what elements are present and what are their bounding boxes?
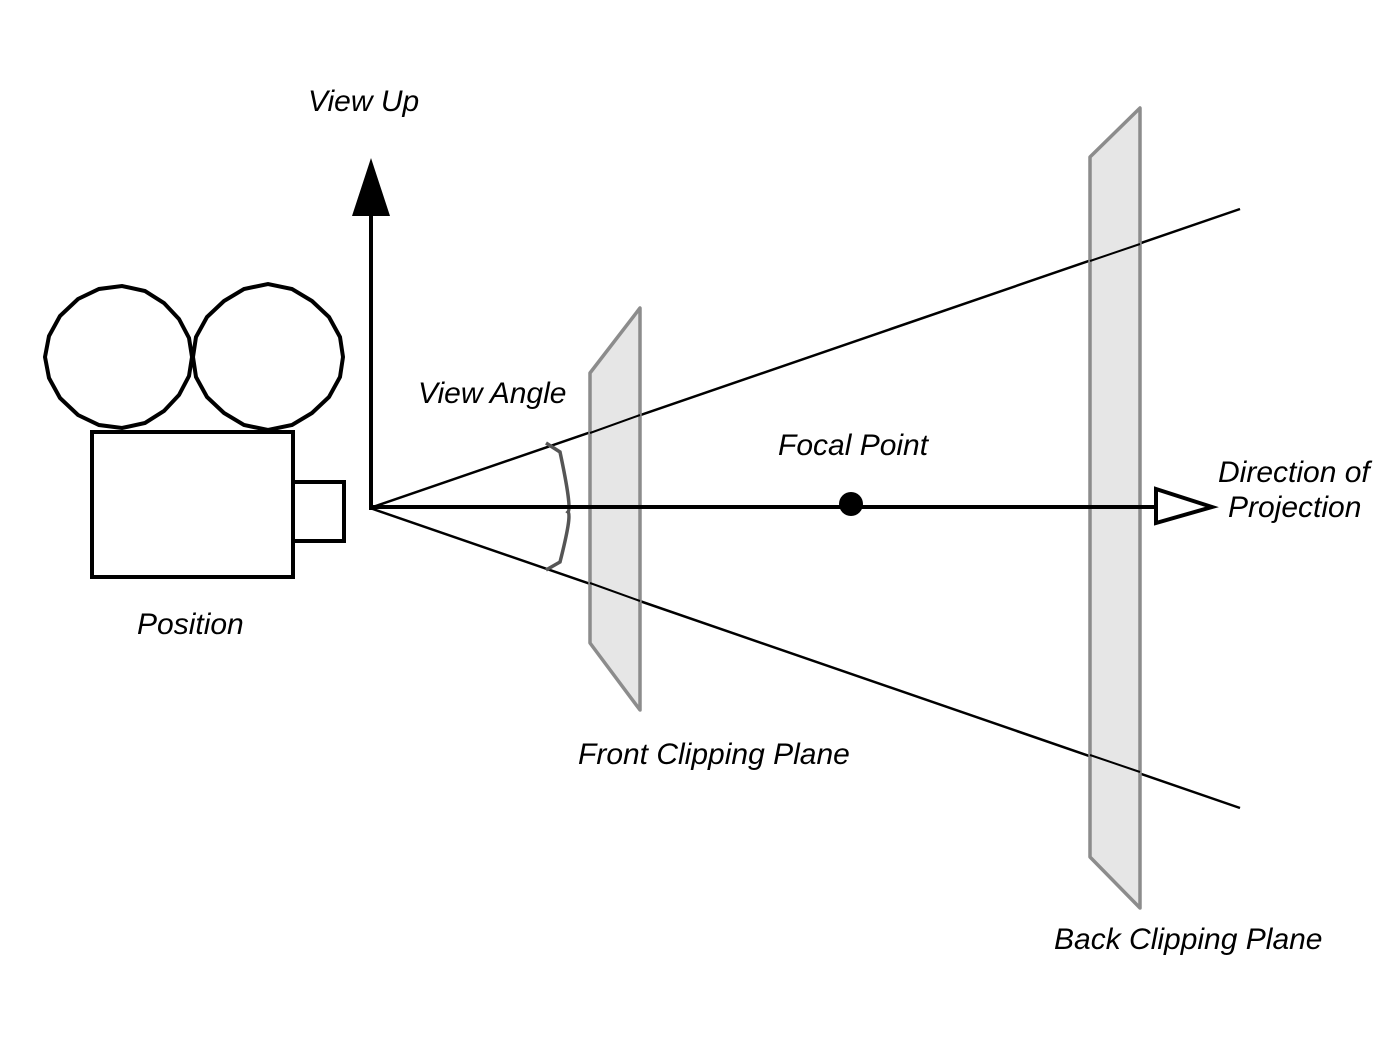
camera-body (90, 430, 295, 579)
position-label: Position (137, 608, 244, 641)
camera-reel-right (190, 281, 346, 433)
focal-point-dot (839, 492, 863, 516)
direction-of-projection-label-line2: Projection (1228, 491, 1361, 524)
camera-lens (291, 480, 346, 543)
frustum-upper-edge-overlay-back (1089, 243, 1141, 262)
back-clipping-plane-label: Back Clipping Plane (1054, 923, 1323, 956)
view-angle-label: View Angle (418, 377, 566, 410)
frustum-upper-edge-overlay (589, 414, 641, 434)
camera-reel-left (42, 283, 195, 431)
frustum-lower-edge-overlay-back (1089, 754, 1141, 773)
view-up-arrowhead-icon (352, 158, 390, 216)
front-clipping-plane-label: Front Clipping Plane (578, 738, 850, 771)
frustum-lower-edge-overlay (589, 582, 641, 602)
direction-of-projection-label-line1: Direction of (1218, 456, 1372, 489)
view-up-label: View Up (308, 85, 419, 118)
camera-icon (42, 281, 346, 579)
focal-point-label: Focal Point (778, 429, 930, 462)
direction-of-projection-arrowhead-icon (1154, 486, 1219, 526)
view-angle-arc (545, 441, 571, 572)
